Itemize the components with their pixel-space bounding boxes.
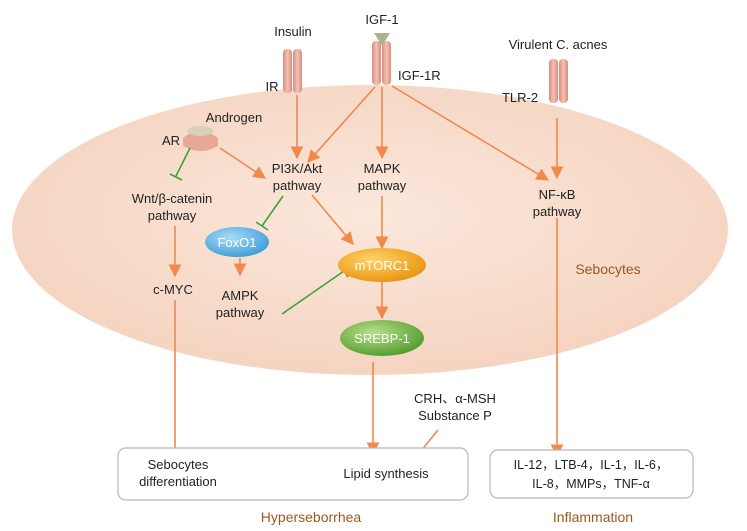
inflammation-box [489,449,694,499]
igf1-receptor [372,33,391,85]
nfkb-label-1: NF-κB [539,187,576,202]
androgen-ligand [187,126,213,136]
crh-label-1: CRH、α-MSH [414,391,496,406]
inflammation-label: Inflammation [553,509,633,525]
cytokines-label-1: IL-12，LTB-4，IL-1，IL-6， [514,458,669,472]
hyperseborrhea-box [117,447,469,501]
foxo1-label: FoxO1 [217,235,256,250]
srebp1-node [340,320,424,356]
igf1-label: IGF-1 [365,12,398,27]
igf1r-label: IGF-1R [398,68,441,83]
pi3k-label-1: PI3K/Akt [272,161,323,176]
ampk-label-2: pathway [216,305,265,320]
cytokines-label-2: IL-8，MMPs，TNF-α [532,477,650,491]
wnt-label-2: pathway [148,208,197,223]
mapk-label-1: MAPK [364,161,401,176]
sebocyte-cell [12,85,728,375]
wnt-label-1: Wnt/β-catenin [132,191,212,206]
ar-label: AR [162,133,180,148]
insulin-receptor [283,49,302,93]
cmyc-label: c-MYC [153,282,193,297]
tlr2-label: TLR-2 [502,90,538,105]
ir-label: IR [266,79,279,94]
arrow-igf1r-nfkb [391,85,550,181]
cacnes-label: Virulent C. acnes [509,37,608,52]
igf1-ligand [374,33,390,46]
pi3k-label-2: pathway [273,178,322,193]
arrow-pi3k-mtorc1 [311,194,354,245]
androgen-receptor [183,126,218,151]
insulin-label: Insulin [274,24,312,39]
tlr2-receptor [549,59,568,103]
mtorc1-node [338,248,426,282]
mapk-label-2: pathway [358,178,407,193]
srebp1-label: SREBP-1 [354,331,410,346]
foxo1-node [205,227,269,257]
inhibit-ampk-mtorc1 [281,270,345,315]
nfkb-label-2: pathway [533,204,582,219]
sebocytes-label: Sebocytes [575,261,640,277]
hyperseborrhea-label: Hyperseborrhea [261,509,362,525]
mtorc1-label: mTORC1 [355,258,410,273]
androgen-label: Androgen [206,110,262,125]
seb-diff-label-1: Sebocytes [148,457,209,472]
seb-diff-label-2: differentiation [139,474,217,489]
arrow-ar-pi3k [219,147,267,179]
arrow-igf1r-pi3k [307,86,376,163]
inhibit-pi3k-foxo1 [261,195,284,227]
crh-label-2: Substance P [418,408,492,423]
ampk-label-1: AMPK [222,288,259,303]
lipid-synthesis-label: Lipid synthesis [343,466,429,481]
inhibit-ar-wnt [175,147,191,177]
